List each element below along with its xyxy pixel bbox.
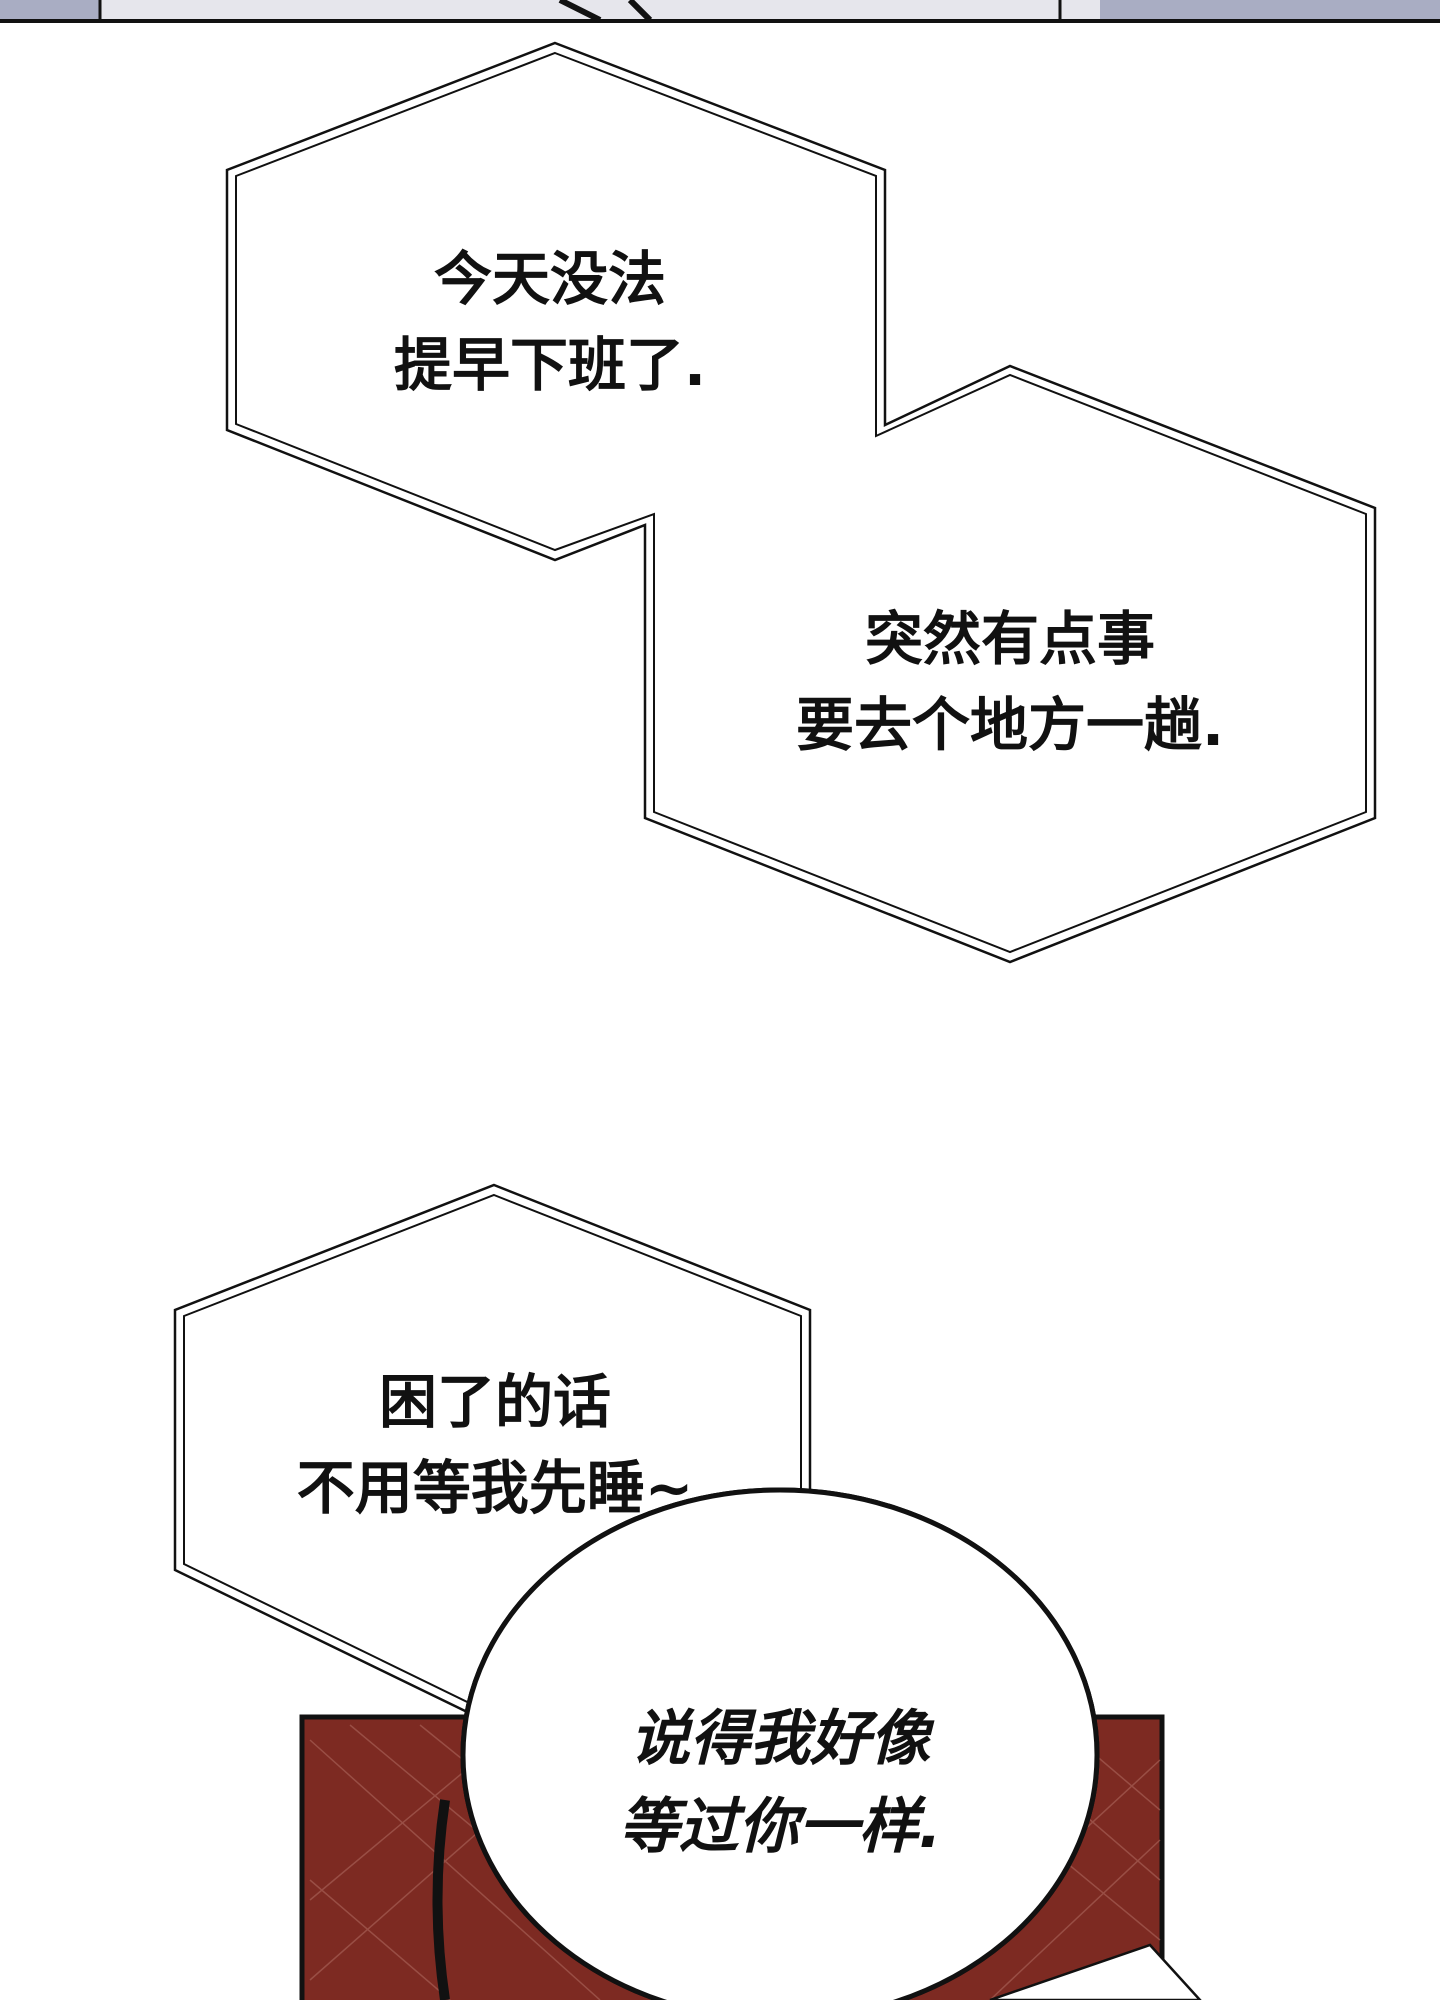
- narration-1-line-1: 今天没法: [433, 245, 666, 313]
- narration-2-line-1: 突然有点事: [864, 605, 1155, 673]
- narration-bubble-shape-1: [225, 41, 1377, 964]
- speech-1-line-1: 说得我好像: [630, 1704, 930, 1774]
- speech-1-line-2: 等过你一样.: [618, 1792, 942, 1862]
- narration-3-line-2: 不用等我先睡~: [296, 1454, 694, 1522]
- narration-bubble-2: 突然有点事 要去个地方一趟.: [730, 596, 1290, 768]
- narration-bubble-3: 困了的话 不用等我先睡~: [235, 1359, 755, 1531]
- speech-balloon-1: 说得我好像 等过你一样.: [540, 1695, 1020, 1871]
- narration-1-line-2: 提早下班了.: [393, 331, 707, 399]
- narration-3-line-1: 困了的话: [378, 1368, 611, 1436]
- top-panel: [0, 0, 1440, 23]
- narration-2-line-2: 要去个地方一趟.: [795, 691, 1225, 759]
- narration-bubble-1: 今天没法 提早下班了.: [330, 236, 770, 408]
